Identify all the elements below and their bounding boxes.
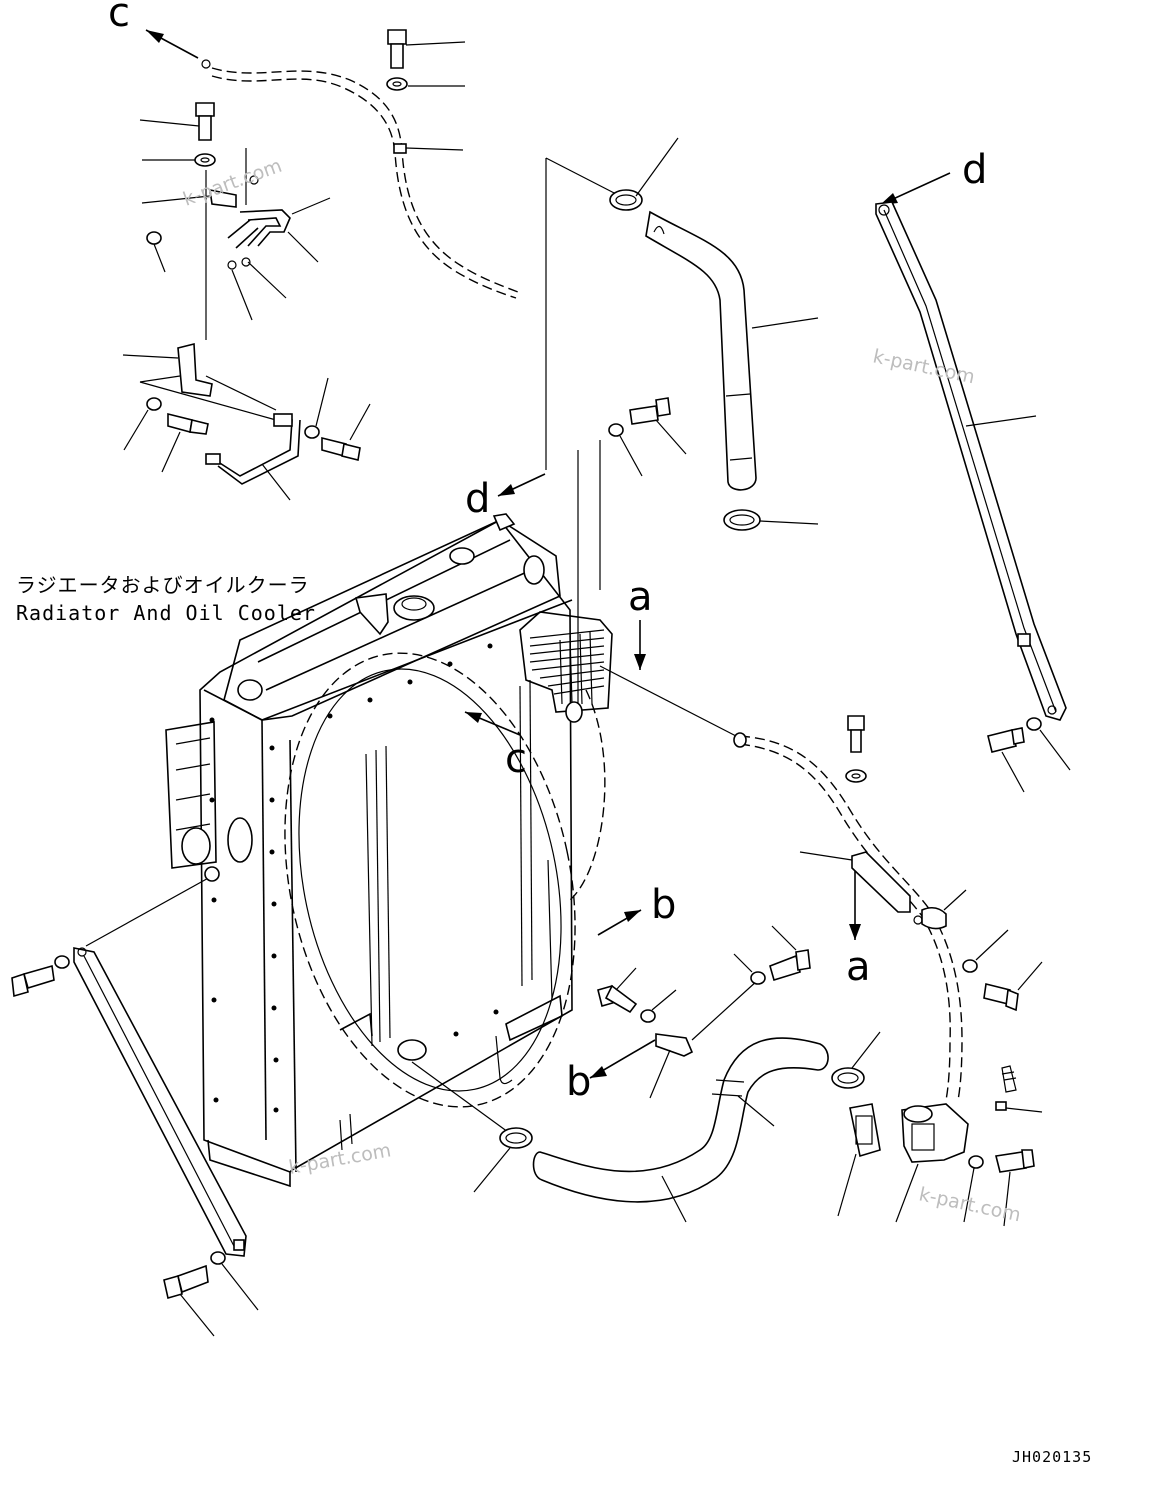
fan-shroud-opening <box>284 652 576 1108</box>
hose-clamp-upper-1 <box>609 189 643 211</box>
twin-pipes <box>227 148 331 321</box>
view-label-c-top: c <box>108 0 130 36</box>
oil-cooler <box>519 611 613 713</box>
view-label-d-top: d <box>962 147 987 193</box>
hose-clamp-lower-1 <box>499 1127 533 1149</box>
view-b-right-marker: b <box>597 882 676 936</box>
view-b-left-marker: b <box>566 1039 656 1105</box>
view-c-mid-marker: c <box>464 711 527 782</box>
view-label-b-left: b <box>566 1059 591 1105</box>
view-label-a-bottom: a <box>846 944 871 990</box>
drawing-code: JH020135 <box>1012 1448 1092 1466</box>
view-label-c-mid: c <box>505 736 527 782</box>
hose-clip-plate <box>655 1033 694 1057</box>
view-label-d-mid: d <box>465 476 490 522</box>
caption-japanese: ラジエータおよびオイルクーラ <box>16 573 310 597</box>
view-label-a-top: a <box>628 574 653 620</box>
view-label-b-right: b <box>651 882 676 928</box>
stay-bar-right <box>875 201 1071 793</box>
watermark-3: k-part.com <box>287 1139 393 1179</box>
gasket <box>849 1103 881 1158</box>
stay-bar-left <box>11 866 259 1337</box>
view-c-top-marker: c <box>108 0 199 59</box>
overflow-pipe <box>599 665 963 1101</box>
hose-clamp-lower-2 <box>831 1067 865 1089</box>
top-bolt-set <box>386 29 466 91</box>
watermark-2: k-part.com <box>871 345 977 388</box>
radiator-caption: ラジエータおよびオイルクーラ Radiator And Oil Cooler <box>16 573 316 625</box>
stay-bolt-set-upper <box>577 397 687 712</box>
caption-english: Radiator And Oil Cooler <box>16 601 316 625</box>
bracket-bolt-set <box>139 102 237 340</box>
radiator-cap <box>393 595 435 621</box>
bracket-bolt-set-right <box>799 715 1043 1012</box>
view-d-top-marker: d <box>879 147 987 206</box>
lower-hose-assembly <box>411 925 1043 1227</box>
radiator-assembly <box>165 513 613 1188</box>
drain-hose-top <box>201 59 519 299</box>
upper-hose <box>545 137 819 531</box>
hose-clip <box>393 143 407 154</box>
view-a-bottom-marker: a <box>846 860 871 990</box>
hose-clamp-upper-2 <box>723 509 761 531</box>
view-d-mid-marker: d <box>465 473 546 522</box>
view-a-top-marker: a <box>628 574 653 670</box>
pipe-guard-assembly <box>122 342 371 501</box>
